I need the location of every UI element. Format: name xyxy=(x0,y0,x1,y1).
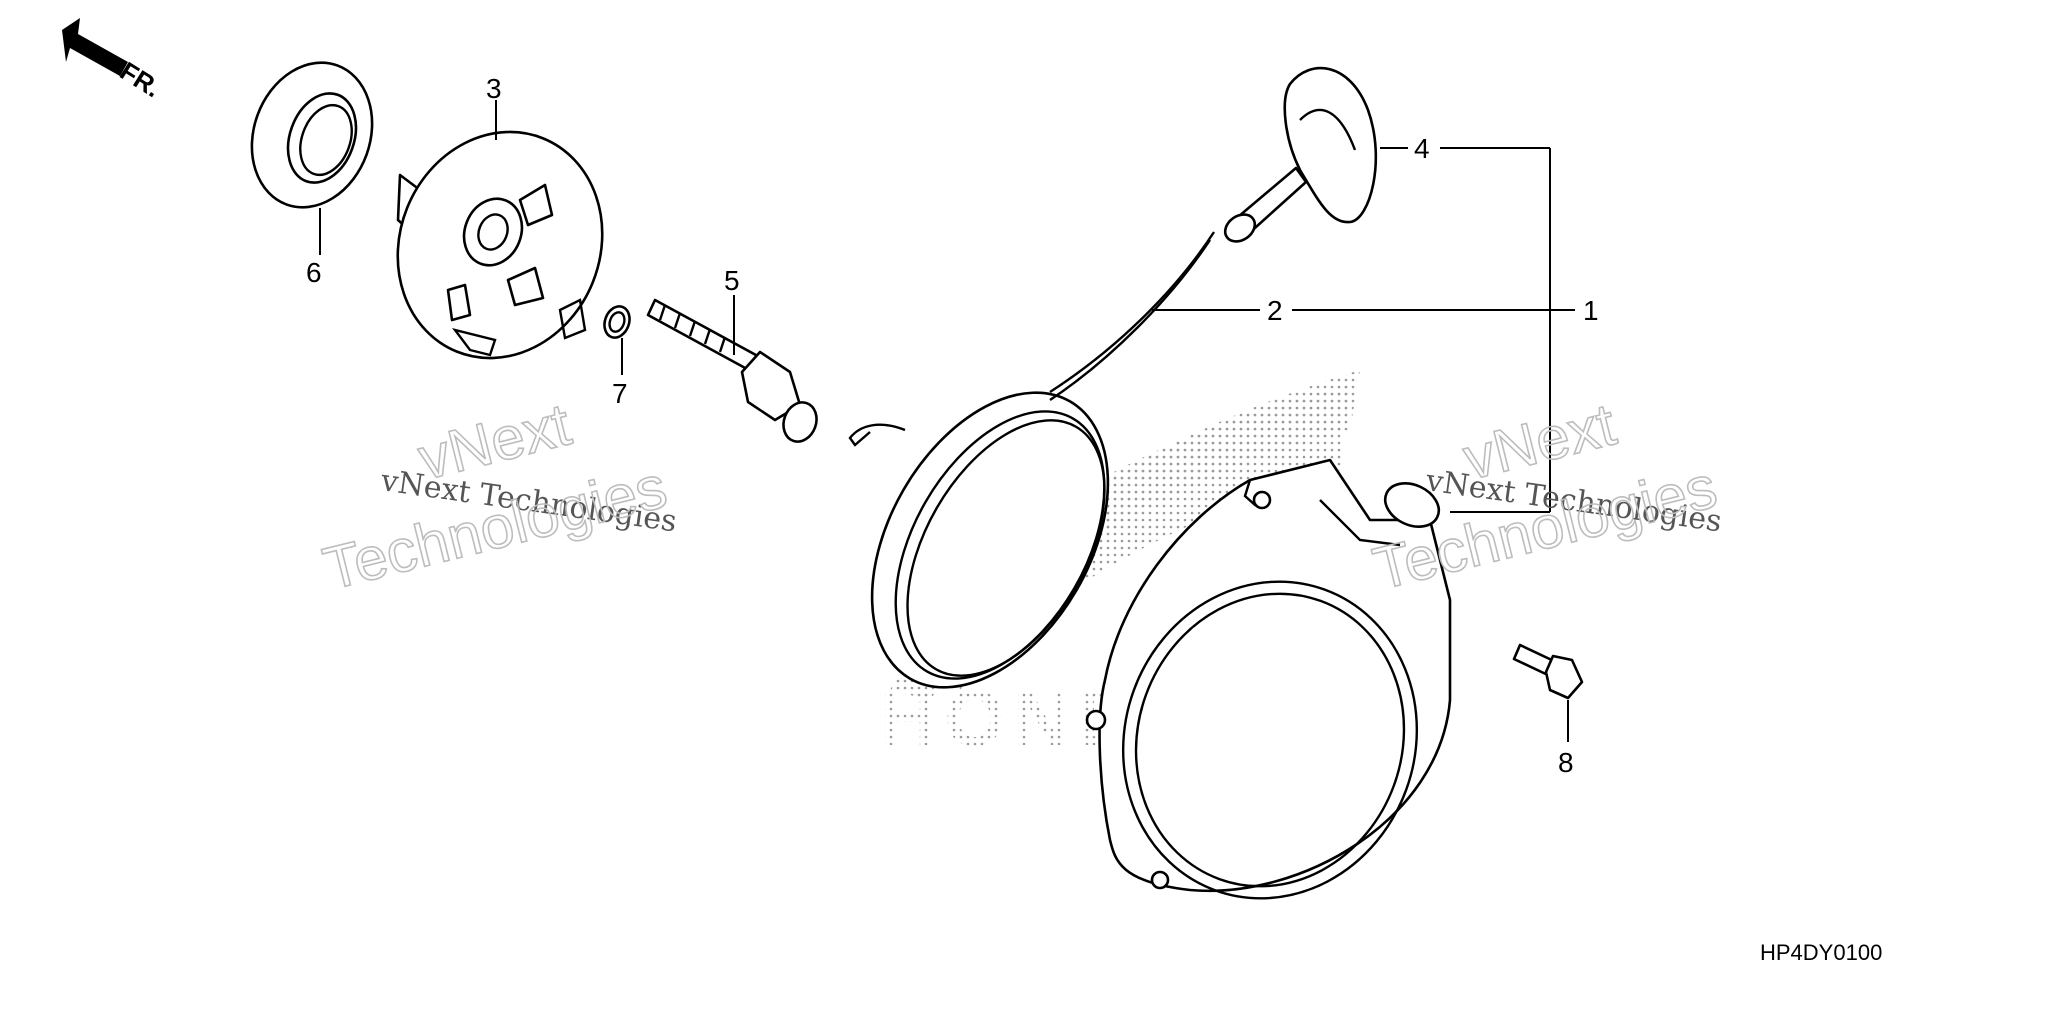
leader-lines xyxy=(319,100,1575,742)
callout-2: 2 xyxy=(1267,295,1283,326)
callout-5: 5 xyxy=(724,265,740,296)
starter-rope-part-2 xyxy=(848,231,1216,689)
recoil-starter-housing-part-1 xyxy=(1085,458,1452,900)
oil-seal-part-6 xyxy=(250,61,374,209)
flange-bolt-part-8 xyxy=(1512,643,1584,700)
watermark-left: vNext vNext Technologies Technologies xyxy=(316,390,679,604)
callout-7: 7 xyxy=(612,378,628,409)
callout-6: 6 xyxy=(306,257,322,288)
watermark-company-right: Technologies xyxy=(1367,453,1723,603)
callout-8: 8 xyxy=(1558,747,1574,778)
callout-1: 1 xyxy=(1583,295,1599,326)
callout-4: 4 xyxy=(1414,133,1430,164)
washer-part-7 xyxy=(603,305,631,339)
direction-arrow-icon: FR. xyxy=(62,18,166,103)
starter-pulley-part-3 xyxy=(396,130,604,360)
starter-grip-part-4 xyxy=(1223,66,1378,243)
callout-3: 3 xyxy=(486,73,502,104)
diagram-code: HP4DY0100 xyxy=(1760,940,1882,965)
long-bolt-part-5 xyxy=(646,298,818,443)
